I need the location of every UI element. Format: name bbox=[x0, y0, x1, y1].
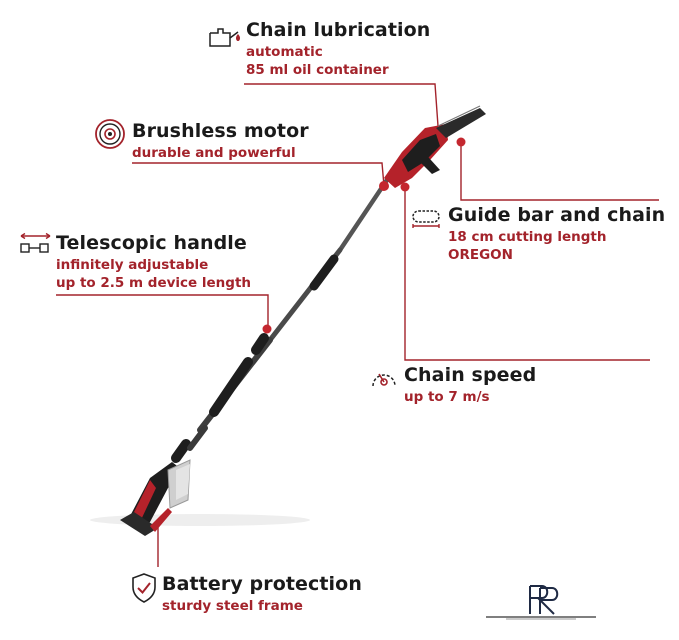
telescopic-icon bbox=[20, 232, 51, 253]
feature-desc-line: infinitely adjustable bbox=[56, 257, 209, 273]
leader-guide-bar bbox=[460, 142, 659, 201]
feature-desc-line: 18 cm cutting length bbox=[448, 229, 607, 245]
saw-head bbox=[379, 105, 486, 192]
feature-chain-speed: Chain speed up to 7 m/s bbox=[404, 364, 536, 406]
guide-bar bbox=[436, 108, 486, 138]
feature-desc-line: 85 ml oil container bbox=[246, 62, 389, 78]
feature-battery-protection: Battery protection sturdy steel frame bbox=[162, 573, 362, 615]
feature-desc-line: up to 2.5 m device length bbox=[56, 275, 252, 291]
feature-chain-lubrication: Chain lubrication automatic 85 ml oil co… bbox=[246, 19, 430, 79]
lower-collar bbox=[171, 439, 191, 463]
telescopic-pole bbox=[171, 165, 398, 463]
motor-icon bbox=[95, 119, 125, 149]
shield-check-icon bbox=[132, 573, 156, 603]
feature-title: Telescopic handle bbox=[56, 232, 247, 254]
feature-guide-bar: Guide bar and chain 18 cm cutting length… bbox=[448, 204, 665, 264]
feature-desc-line: automatic bbox=[246, 44, 323, 60]
joint-marker bbox=[262, 324, 272, 334]
handle-assembly bbox=[120, 459, 191, 536]
leader-lines bbox=[56, 83, 659, 567]
speedometer-icon bbox=[372, 373, 396, 387]
feature-title: Battery protection bbox=[162, 573, 362, 595]
middle-grip bbox=[209, 357, 253, 417]
feature-title: Chain lubrication bbox=[246, 19, 431, 41]
feature-title: Guide bar and chain bbox=[448, 204, 666, 226]
leader-chain-lubrication bbox=[244, 83, 439, 127]
feature-title: Brushless motor bbox=[132, 120, 309, 142]
leader-brushless-motor bbox=[132, 162, 385, 187]
brand-logo-icon bbox=[486, 585, 596, 620]
oil-can-icon bbox=[209, 28, 240, 47]
feature-desc-line: up to 7 m/s bbox=[404, 389, 490, 405]
leader-telescopic bbox=[56, 294, 269, 328]
feature-brushless-motor: Brushless motor durable and powerful bbox=[132, 120, 309, 162]
upper-grip bbox=[309, 254, 339, 291]
feature-telescopic-handle: Telescopic handle infinitely adjustable … bbox=[56, 232, 251, 292]
feature-title: Chain speed bbox=[404, 364, 537, 386]
feature-desc-line: durable and powerful bbox=[132, 145, 296, 161]
leader-chain-speed bbox=[404, 188, 650, 361]
feature-desc-line: sturdy steel frame bbox=[162, 598, 303, 614]
joint-collar bbox=[251, 333, 269, 355]
feature-desc-line: OREGON bbox=[448, 247, 513, 263]
guide-bar-icon bbox=[412, 210, 440, 228]
